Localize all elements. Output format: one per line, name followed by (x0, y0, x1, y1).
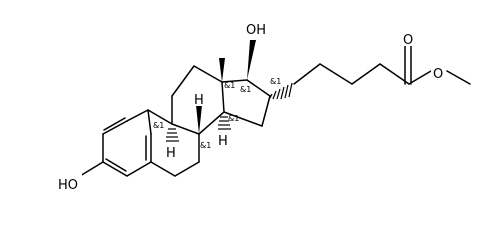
ring-d (221, 79, 271, 127)
bond-c6-c7 (174, 161, 200, 177)
ring-c (171, 65, 225, 135)
bond-c16-c15 (261, 95, 271, 127)
bond-chain-1 (293, 63, 321, 85)
bond-c14-c8 (198, 111, 225, 135)
bond-c5-c6 (150, 161, 176, 177)
hash-c14-h (218, 116, 231, 130)
bond-chain-2 (319, 63, 353, 85)
oh-17-label: OH (246, 23, 266, 38)
wedge-c8-h (196, 105, 202, 134)
stereo-c8: &1 (200, 141, 211, 150)
stereo-c16: &1 (270, 77, 281, 86)
bond-chain-4 (379, 63, 410, 85)
bond-c10-c1 (126, 109, 149, 122)
bond-c8-c9 (171, 123, 200, 135)
h-9-label: H (166, 146, 176, 161)
stereo-c13: &1 (224, 81, 235, 90)
wedge-oh17 (247, 40, 256, 80)
bond-c15-c14 (223, 111, 263, 127)
hash-c16-chain (269, 82, 293, 100)
ring-a-aromatic (79, 109, 173, 177)
stereo-annotations: &1 &1 &1 &1 &1 &1 (153, 77, 281, 150)
bond-c13-c17 (221, 79, 248, 83)
o-ether-label: O (433, 67, 443, 82)
hash-c9-h (166, 128, 179, 142)
stereo-c17: &1 (240, 85, 251, 94)
bond-c11-c12 (171, 65, 195, 97)
bond-c1-c2 (102, 120, 128, 135)
h-8-label: H (194, 93, 204, 108)
stereo-bonds (166, 40, 293, 142)
bond-c1-c2-inner (103, 117, 126, 131)
h-14-label: H (218, 134, 228, 149)
bond-c10-c9 (147, 109, 173, 125)
bond-o-methyl (446, 70, 471, 85)
side-chain-ester (293, 44, 471, 85)
atom-labels: OH HO H H H O O (56, 20, 445, 193)
stereo-c9: &1 (153, 121, 164, 130)
bond-c17-c16 (246, 79, 271, 97)
ho-3-label: HO (58, 178, 78, 193)
bond-ester-o (408, 70, 432, 85)
bond-c3-c4 (102, 161, 128, 177)
bond-chain-3 (351, 63, 381, 85)
bond-c13-c14 (221, 81, 225, 113)
bond-c12-c13 (193, 65, 223, 83)
bond-c10-link (147, 109, 152, 135)
bond-c3-o (79, 161, 104, 177)
wedge-methyl (219, 58, 225, 82)
molecule-structure: OH HO H H H O O &1 &1 &1 &1 &1 &1 (56, 20, 471, 193)
bond-c4-c5 (126, 161, 152, 177)
bond-c3-c4-inner (105, 158, 127, 172)
ring-b (150, 123, 200, 177)
stereo-c14: &1 (228, 114, 239, 123)
o-carbonyl-label: O (403, 33, 413, 48)
